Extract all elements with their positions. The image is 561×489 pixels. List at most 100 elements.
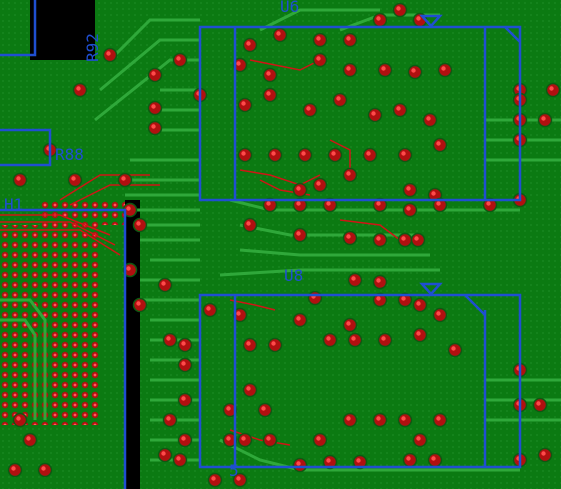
via-highlight [151, 104, 156, 109]
via-highlight [436, 201, 441, 206]
via-highlight [316, 181, 321, 186]
designator-r88[interactable]: R88 [55, 145, 84, 164]
via-highlight [396, 106, 401, 111]
via-highlight [431, 191, 436, 196]
via-highlight [136, 221, 141, 226]
via-highlight [406, 206, 411, 211]
via-highlight [266, 201, 271, 206]
via-highlight [151, 71, 156, 76]
via-highlight [416, 301, 421, 306]
via-highlight [41, 466, 46, 471]
via-highlight [261, 406, 266, 411]
via-highlight [76, 86, 81, 91]
via-highlight [331, 151, 336, 156]
via-highlight [441, 66, 446, 71]
via-highlight [376, 201, 381, 206]
via-highlight [241, 436, 246, 441]
silkscreen-outline [0, 0, 522, 489]
via-highlight [166, 336, 171, 341]
via-highlight [316, 436, 321, 441]
via-highlight [211, 476, 216, 481]
trace-layer-inner [0, 59, 401, 446]
via-highlight [16, 176, 21, 181]
via-highlight [271, 151, 276, 156]
u8-pin-label: 5 [229, 461, 239, 480]
via-highlight [26, 436, 31, 441]
via-highlight [411, 68, 416, 73]
designator-r92[interactable]: R92 [83, 33, 102, 62]
via-highlight [236, 476, 241, 481]
via-highlight [176, 456, 181, 461]
via-highlight [246, 341, 251, 346]
via-highlight [436, 141, 441, 146]
via-highlight [236, 61, 241, 66]
via-highlight [16, 416, 21, 421]
via-highlight [406, 186, 411, 191]
via-highlight [346, 171, 351, 176]
via-highlight [346, 321, 351, 326]
via-highlight [266, 91, 271, 96]
via-highlight [296, 186, 301, 191]
designator-u6[interactable]: U6 [280, 0, 299, 16]
designator-u8[interactable]: U8 [284, 266, 303, 285]
via-highlight [126, 266, 131, 271]
via-highlight [436, 311, 441, 316]
designator-h1[interactable]: H1 [4, 195, 23, 214]
via-highlight [271, 341, 276, 346]
via-highlight [351, 276, 356, 281]
via-highlight [246, 386, 251, 391]
via-highlight [346, 36, 351, 41]
via-highlight [401, 296, 406, 301]
via-highlight [296, 461, 301, 466]
via-highlight [366, 151, 371, 156]
via-highlight [486, 201, 491, 206]
via-highlight [301, 151, 306, 156]
via-highlight [336, 96, 341, 101]
via-highlight [346, 234, 351, 239]
via-highlight [346, 416, 351, 421]
via-highlight [406, 456, 411, 461]
via-highlight [206, 306, 211, 311]
via-highlight [376, 416, 381, 421]
via-highlight [226, 406, 231, 411]
via-highlight [151, 124, 156, 129]
bga-footprint-h1[interactable] [0, 200, 125, 425]
via-highlight [276, 31, 281, 36]
via-highlight [536, 401, 541, 406]
via-highlight [106, 51, 111, 56]
via-highlight [316, 36, 321, 41]
via-highlight [136, 301, 141, 306]
via-highlight [226, 436, 231, 441]
via-highlight [166, 416, 171, 421]
via-highlight [296, 316, 301, 321]
via-highlight [381, 336, 386, 341]
via-highlight [376, 236, 381, 241]
via-highlight [326, 458, 331, 463]
via-highlight [161, 281, 166, 286]
via-highlight [296, 231, 301, 236]
vias [7, 2, 561, 488]
via-highlight [396, 6, 401, 11]
via-highlight [326, 201, 331, 206]
via-highlight [241, 101, 246, 106]
via-highlight [306, 106, 311, 111]
via-highlight [181, 341, 186, 346]
via-highlight [246, 41, 251, 46]
via-highlight [401, 236, 406, 241]
via-highlight [236, 311, 241, 316]
via-highlight [541, 451, 546, 456]
via-highlight [346, 66, 351, 71]
via-highlight [416, 331, 421, 336]
via-highlight [451, 346, 456, 351]
via-highlight [401, 416, 406, 421]
via-highlight [416, 16, 421, 21]
via-highlight [541, 116, 546, 121]
via-highlight [11, 466, 16, 471]
via-highlight [431, 456, 436, 461]
via-highlight [356, 458, 361, 463]
via-highlight [316, 56, 321, 61]
via-highlight [126, 206, 131, 211]
via-highlight [401, 151, 406, 156]
